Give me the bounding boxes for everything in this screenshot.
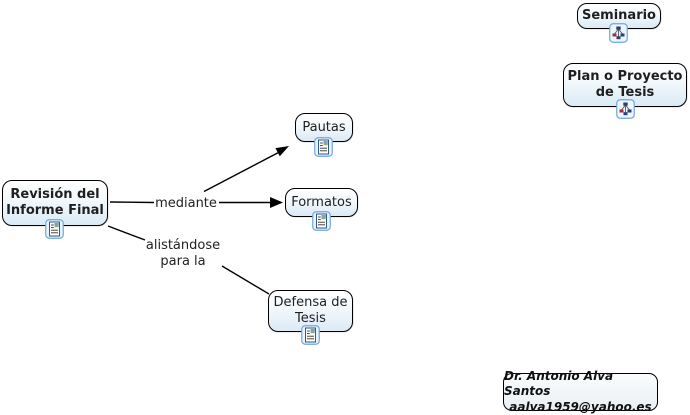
map-node	[627, 109, 632, 113]
document-page	[316, 213, 327, 229]
thumbnail-sky	[321, 215, 326, 217]
document-page	[318, 139, 329, 155]
concept-node-seminario[interactable]: Seminario	[577, 3, 661, 29]
thumbnail	[54, 223, 59, 228]
map-node	[612, 33, 617, 37]
thumbnail-sky	[310, 329, 315, 331]
map-node	[623, 112, 628, 116]
link-line	[221, 265, 270, 295]
node-label: Revisión del Informe Final	[6, 187, 104, 218]
branch-line	[625, 104, 630, 111]
link-mediante-to-formatos-arrow[interactable]	[219, 197, 283, 208]
map-node	[620, 33, 625, 37]
author-box[interactable]: Dr. Antonio Alva Santos aalva1959@yahoo.…	[503, 369, 658, 414]
node-label: Defensa de Tesis	[273, 295, 348, 326]
link-mediante-to-pautas-arrow[interactable]	[203, 146, 289, 193]
link-line	[203, 151, 279, 193]
thumbnail	[321, 215, 326, 220]
arrowhead	[270, 197, 283, 208]
document-resource-icon[interactable]	[312, 211, 331, 231]
node-label: Plan o Proyecto de Tesis	[567, 69, 683, 100]
thumbnail	[310, 329, 315, 334]
author-email: aalva1959@yahoo.es	[509, 399, 652, 414]
concept-map-icon[interactable]	[609, 23, 628, 43]
arrowhead	[275, 146, 289, 157]
link-line	[107, 225, 146, 241]
document-page	[305, 327, 316, 343]
link-alistandose-to-defensa[interactable]	[221, 265, 270, 295]
map-node	[619, 109, 624, 113]
node-label: Formatos	[291, 194, 352, 210]
branch-line	[614, 28, 619, 35]
map-node	[616, 36, 621, 40]
thumbnail-sky	[323, 141, 328, 143]
link-revision-to-mediante[interactable]	[109, 201, 155, 204]
document-resource-icon[interactable]	[301, 325, 320, 345]
linking-phrase-mediante[interactable]: mediante	[155, 196, 217, 211]
concept-map-icon[interactable]	[616, 99, 635, 119]
document-page	[49, 221, 60, 237]
branch-line	[621, 104, 626, 111]
link-revision-to-alistandose[interactable]	[107, 225, 146, 241]
author-name: Dr. Antonio Alva Santos	[504, 368, 614, 399]
branch-line	[618, 28, 623, 35]
thumbnail-sky	[54, 223, 59, 225]
concept-node-defensa-de-tesis[interactable]: Defensa de Tesis	[268, 290, 353, 332]
document-resource-icon[interactable]	[314, 137, 333, 157]
linking-phrase-alistandose-para-la[interactable]: alistándose para la	[145, 238, 221, 269]
document-resource-icon[interactable]	[45, 219, 64, 239]
map-node	[623, 102, 628, 106]
node-label: Seminario	[581, 8, 656, 24]
link-line	[109, 201, 155, 204]
map-node	[616, 26, 621, 30]
thumbnail	[323, 141, 328, 146]
node-label: Pautas	[302, 119, 346, 135]
